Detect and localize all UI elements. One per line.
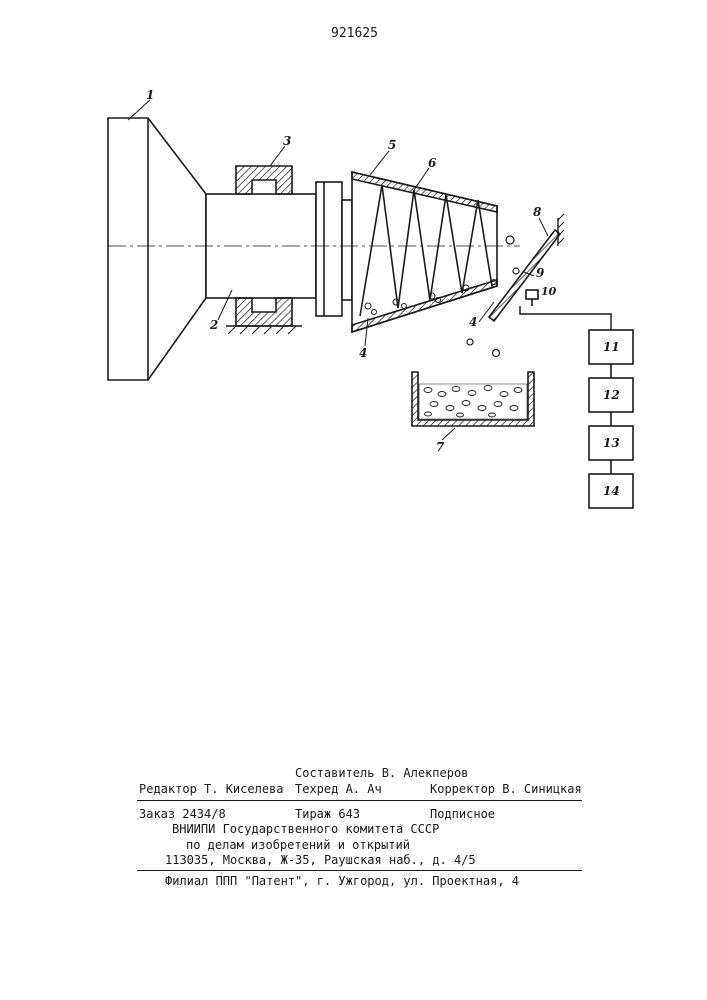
colophon-circulation: Тираж 643 <box>295 807 360 821</box>
colophon-corrector: Корректор В. Синицкая <box>430 782 582 796</box>
coupling-flange <box>316 182 342 316</box>
colophon-org-line1: ВНИИПИ Государственного комитета СССР <box>172 822 439 836</box>
block-12-label: 12 <box>603 388 620 402</box>
label-8: 8 <box>533 205 541 219</box>
signal-wire <box>520 306 611 330</box>
colophon-subscription: Подписное <box>430 807 495 821</box>
label-9: 9 <box>536 266 544 280</box>
label-6: 6 <box>428 156 436 170</box>
conical-drum-5 <box>352 172 497 332</box>
label-4-plate: 4 <box>469 315 477 329</box>
colophon-rule-top <box>137 800 582 801</box>
collection-tray-7 <box>412 372 534 426</box>
label-10: 10 <box>541 285 556 299</box>
colophon-techred: Техред А. Ач <box>295 782 382 796</box>
colophon-compiler: Составитель В. Алекперов <box>295 766 468 780</box>
colophon-branch: Филиал ППП "Патент", г. Ужгород, ул. Про… <box>165 874 519 888</box>
block-14-label: 14 <box>603 484 620 498</box>
colophon-address: 113035, Москва, Ж-35, Раушская наб., д. … <box>165 853 476 867</box>
apparatus-drawing <box>0 0 707 560</box>
colophon-order: Заказ 2434/8 <box>139 807 226 821</box>
inclined-plate-8 <box>489 214 564 321</box>
sensor-10 <box>526 290 538 299</box>
label-4-drum: 4 <box>359 346 367 360</box>
block-11-label: 11 <box>603 340 620 354</box>
label-3: 3 <box>283 134 291 148</box>
colophon-editor: Редактор Т. Киселева <box>139 782 284 796</box>
label-7: 7 <box>436 440 444 454</box>
label-1: 1 <box>146 88 154 102</box>
housing-1 <box>108 118 206 380</box>
colophon-rule-bottom <box>137 870 582 871</box>
label-5: 5 <box>388 138 396 152</box>
label-2: 2 <box>210 318 218 332</box>
block-13-label: 13 <box>603 436 620 450</box>
colophon-org-line2: по делам изобретений и открытий <box>186 838 410 852</box>
